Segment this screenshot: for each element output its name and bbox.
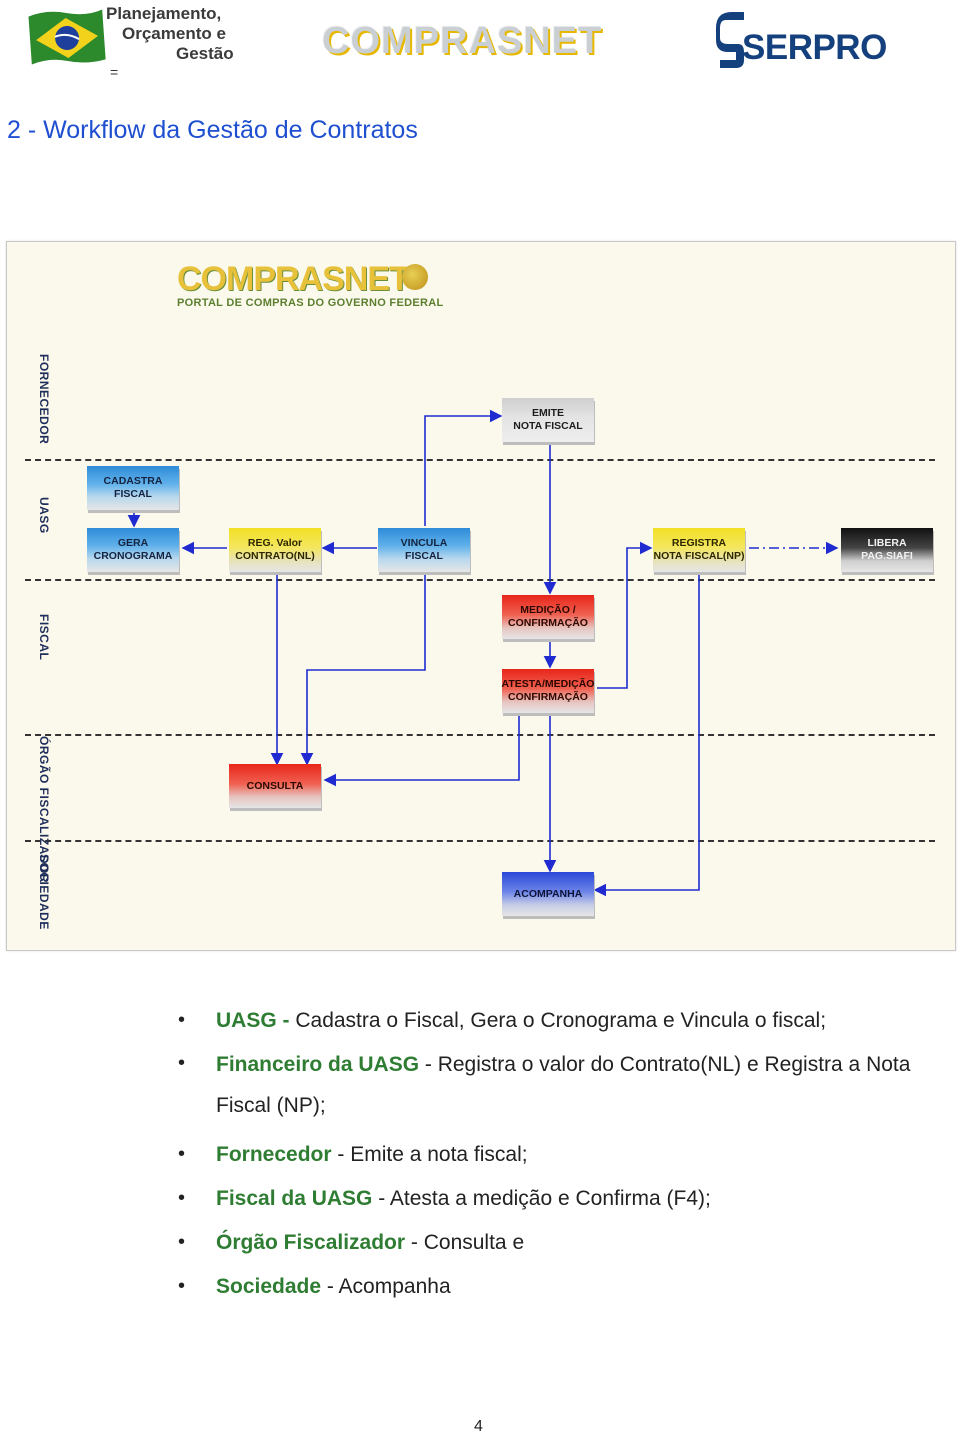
box-cadastra-fiscal: CADASTRA FISCAL <box>87 466 179 510</box>
box-gera-cronograma: GERA CRONOGRAMA <box>87 528 179 572</box>
list-item-text: - Acompanha <box>321 1275 451 1298</box>
lane-divider <box>25 459 935 461</box>
box-text: ATESTA/MEDIÇÃO <box>501 678 595 690</box>
lane-divider <box>25 840 935 842</box>
page-number: 4 <box>474 1418 483 1435</box>
box-reg-valor-contrato: REG. Valor CONTRATO(NL) <box>229 528 321 572</box>
list-item-key: UASG - <box>216 1009 296 1032</box>
list-item-key: Órgão Fiscalizador <box>216 1231 406 1254</box>
box-text: CONFIRMAÇÃO <box>508 691 588 703</box>
box-text: GERA <box>117 537 149 549</box>
box-atesta-medicao: ATESTA/MEDIÇÃO CONFIRMAÇÃO <box>502 669 594 713</box>
lane-label-fornecedor: FORNECEDOR <box>37 354 51 445</box>
list-item: UASG - Cadastra o Fiscal, Gera o Cronogr… <box>178 1009 958 1032</box>
box-text: REGISTRA <box>671 537 727 549</box>
list-item: Financeiro da UASG - Registra o valor do… <box>178 1043 958 1126</box>
list-item: Sociedade - Acompanha <box>178 1275 958 1298</box>
box-text: CRONOGRAMA <box>93 550 173 562</box>
workflow-diagram: COMPRASNET PORTAL DE COMPRAS DO GOVERNO … <box>6 241 956 951</box>
comprasnet-logo: COMPRASNET <box>322 20 603 62</box>
list-item-text: Cadastra o Fiscal, Gera o Cronograma e V… <box>295 1009 827 1032</box>
box-text: EMITE <box>531 407 565 419</box>
role-list: UASG - Cadastra o Fiscal, Gera o Cronogr… <box>178 1009 958 1320</box>
box-text: REG. Valor <box>247 537 303 549</box>
list-item-text: - Emite a nota fiscal; <box>331 1143 528 1166</box>
diagram-logo-title: COMPRASNET <box>177 260 410 298</box>
box-text: MEDIÇÃO / <box>520 604 576 616</box>
workflow-arrows <box>127 409 839 897</box>
ministry-line3: Gestão <box>176 44 234 63</box>
lane-divider <box>25 579 935 581</box>
box-acompanha: ACOMPANHA <box>502 872 594 916</box>
box-emite-nota-fiscal: EMITE NOTA FISCAL <box>502 398 594 442</box>
box-libera-pag-siafi: LIBERA PAG.SIAFI <box>841 528 933 572</box>
box-text: PAG.SIAFI <box>861 550 913 562</box>
box-text: FISCAL <box>405 550 443 562</box>
box-text: VINCULA <box>400 537 448 549</box>
box-text: ACOMPANHA <box>513 887 583 900</box>
list-item: Fiscal da UASG - Atesta a medição e Conf… <box>178 1187 958 1210</box>
box-registra-nota-fiscal: REGISTRA NOTA FISCAL(NP) <box>653 528 745 572</box>
equals-sign: = <box>110 64 119 80</box>
ministry-logo-text: Planejamento, Orçamento e Gestão <box>106 4 234 64</box>
list-item-key: Fornecedor <box>216 1143 332 1166</box>
lane-label-orgao-fiscalizador: ÓRGÃO FISCALIZADOR <box>37 736 51 883</box>
list-item-key: Sociedade <box>216 1275 322 1298</box>
box-text: NOTA FISCAL <box>513 420 583 432</box>
list-item-key: Fiscal da UASG <box>216 1187 373 1210</box>
box-medicao-confirmacao: MEDIÇÃO / CONFIRMAÇÃO <box>502 595 594 639</box>
box-text: CONSULTA <box>246 779 304 792</box>
globe-icon <box>402 264 428 290</box>
page-header: Planejamento, Orçamento e Gestão = COMPR… <box>0 0 960 90</box>
diagram-logo-subtitle: PORTAL DE COMPRAS DO GOVERNO FEDERAL <box>177 297 444 309</box>
page-title: 2 - Workflow da Gestão de Contratos <box>7 116 418 144</box>
box-text: NOTA FISCAL(NP) <box>653 550 745 562</box>
list-item: Órgão Fiscalizador - Consulta e <box>178 1231 958 1254</box>
box-consulta: CONSULTA <box>229 764 321 808</box>
serpro-s-icon <box>716 12 744 68</box>
diagram-comprasnet-logo: COMPRASNET PORTAL DE COMPRAS DO GOVERNO … <box>177 260 443 309</box>
lane-label-sociedade: SOCIEDADE <box>37 854 51 930</box>
list-item-text: - Atesta a medição e Confirma (F4); <box>372 1187 711 1210</box>
lane-label-uasg: UASG <box>37 497 51 534</box>
list-item-text: - Registra o valor do Contrato(NL) e Reg… <box>216 1053 911 1117</box>
box-text: CONFIRMAÇÃO <box>508 617 588 629</box>
box-vincula-fiscal: VINCULA FISCAL <box>378 528 470 572</box>
serpro-logo: SERPRO <box>742 28 887 67</box>
list-item-text: - Consulta e <box>405 1231 525 1254</box>
list-item-key: Financeiro da UASG <box>216 1053 420 1076</box>
lane-label-fiscal: FISCAL <box>37 614 51 661</box>
ministry-line1: Planejamento, <box>106 4 222 23</box>
box-text: CADASTRA <box>103 475 163 487</box>
box-text: CONTRATO(NL) <box>235 550 315 562</box>
ministry-line2: Orçamento e <box>122 24 226 43</box>
box-text: LIBERA <box>867 537 907 549</box>
list-item: Fornecedor - Emite a nota fiscal; <box>178 1143 958 1166</box>
box-text: FISCAL <box>114 488 152 500</box>
brazil-flag-icon <box>28 9 106 65</box>
lane-divider <box>25 734 935 736</box>
